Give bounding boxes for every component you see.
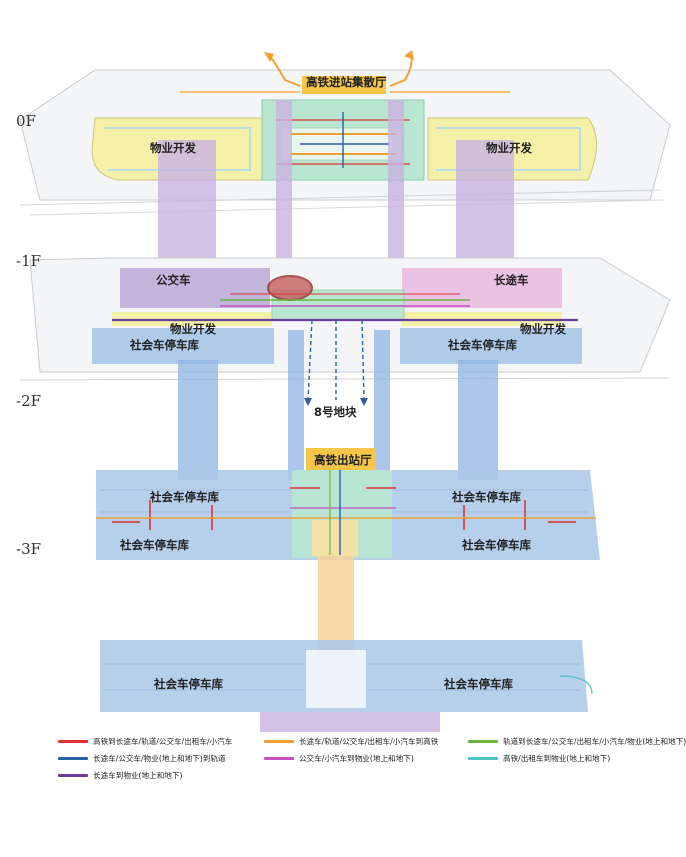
legend-item: 高铁到长途车/轨道/公交车/出租车/小汽车	[58, 736, 232, 747]
exit-hall-b2	[306, 448, 376, 470]
legend-swatch	[58, 774, 88, 777]
legend-text: 轨道到长途车/公交车/出租车/小汽车/物业(地上和地下)	[503, 737, 686, 746]
legend-text: 长途车/轨道/公交车/出租车/小汽车到高铁	[299, 737, 439, 746]
legend-item: 长途车到物业(地上和地下)	[58, 770, 182, 781]
legend-swatch	[468, 757, 498, 760]
floor-label-b1: -1F	[16, 252, 42, 270]
floor-label-b3: -3F	[16, 540, 42, 558]
legend-text: 高铁/出租车到物业(地上和地下)	[503, 754, 611, 763]
legend-item: 长途车/轨道/公交车/出租车/小汽车到高铁	[264, 736, 438, 747]
parking-b1-right	[400, 328, 582, 364]
legend-item: 高铁/出租车到物业(地上和地下)	[468, 753, 610, 764]
long-distance-area-b1	[402, 268, 562, 308]
level-b3	[100, 640, 593, 732]
legend-item: 长途车/公交车/物业(地上和地下)到轨道	[58, 753, 226, 764]
bottom-connector-b3	[260, 712, 440, 732]
vertical-shafts-middle	[178, 330, 498, 480]
legend-swatch	[468, 740, 498, 743]
level-b1	[19, 257, 671, 406]
level-b2	[96, 448, 600, 560]
floor-label-0f: 0F	[16, 112, 36, 130]
legend-swatch	[264, 757, 294, 760]
legend-item: 轨道到长途车/公交车/出租车/小汽车/物业(地上和地下)	[468, 736, 686, 747]
legend-item: 公交车/小汽车到物业(地上和地下)	[264, 753, 414, 764]
legend-text: 高铁到长途车/轨道/公交车/出租车/小汽车	[93, 737, 233, 746]
level-0f	[19, 50, 671, 216]
legend-text: 长途车到物业(地上和地下)	[93, 771, 183, 780]
legend-swatch	[264, 740, 294, 743]
legend-text: 长途车/公交车/物业(地上和地下)到轨道	[93, 754, 226, 763]
legend-swatch	[58, 740, 88, 743]
legend-text: 公交车/小汽车到物业(地上和地下)	[299, 754, 414, 763]
legend-swatch	[58, 757, 88, 760]
parking-b1-left	[92, 328, 274, 364]
arrival-hall-0f	[302, 76, 386, 94]
floor-label-b2: -2F	[16, 392, 42, 410]
highlight-circle	[267, 275, 313, 301]
bus-area-b1	[120, 268, 270, 308]
